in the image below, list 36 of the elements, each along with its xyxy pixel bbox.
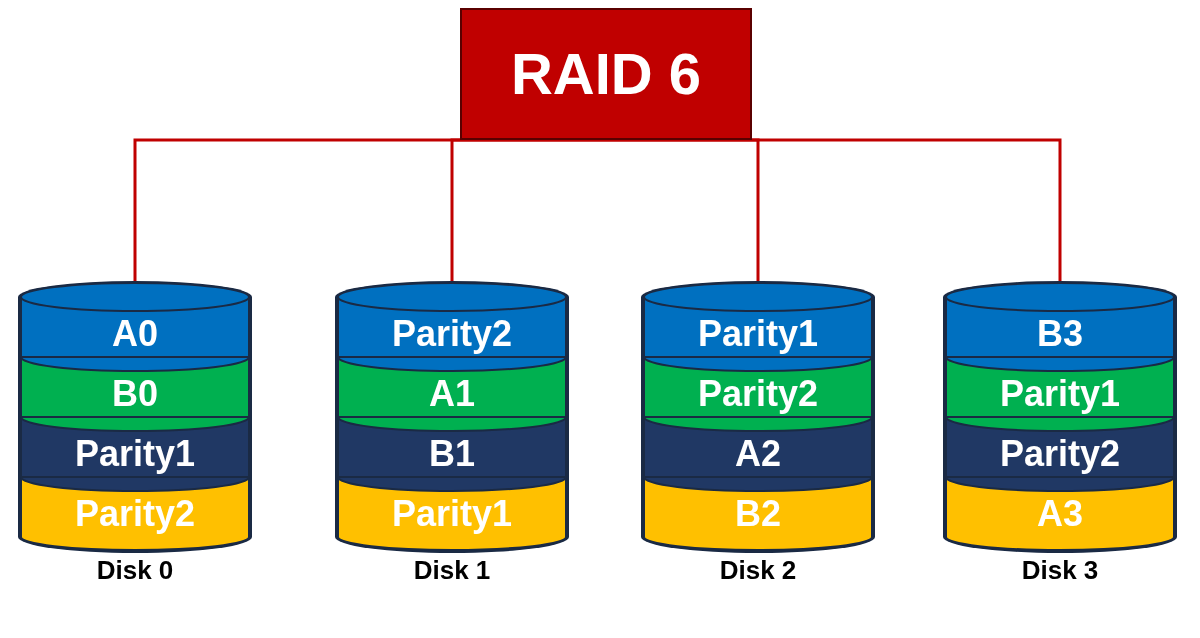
data-block: [337, 477, 567, 551]
block-label: A1: [429, 376, 475, 412]
data-block: [337, 282, 567, 357]
block-label: Parity1: [391, 496, 513, 532]
disk-label: Disk 0: [96, 557, 174, 583]
block-label: Parity1: [74, 436, 196, 472]
data-block: [643, 477, 873, 551]
data-block: [643, 282, 873, 357]
raid-title-box: [460, 8, 752, 140]
disk-label: Disk 1: [413, 557, 491, 583]
block-label: B0: [112, 376, 158, 412]
data-block: [20, 282, 250, 357]
block-label: B1: [429, 436, 475, 472]
block-label: Parity2: [999, 436, 1121, 472]
block-label: A2: [735, 436, 781, 472]
block-label: Parity1: [999, 376, 1121, 412]
block-label: B3: [1037, 316, 1083, 352]
disk-cylinder: [335, 281, 569, 553]
connector-line: [606, 138, 1062, 281]
data-block: [945, 282, 1175, 357]
block-label: B2: [735, 496, 781, 532]
disk-cylinder: [18, 281, 252, 553]
block-label: A0: [112, 316, 158, 352]
data-block: [20, 477, 250, 551]
block-label: A3: [1037, 496, 1083, 532]
disk-label: Disk 2: [719, 557, 797, 583]
block-label: Parity2: [697, 376, 819, 412]
data-block: [945, 477, 1175, 551]
connector-line: [450, 138, 606, 281]
block-label: Parity2: [391, 316, 513, 352]
disk-cylinder: [641, 281, 875, 553]
block-label: Parity2: [74, 496, 196, 532]
block-label: Parity1: [697, 316, 819, 352]
disk-label: Disk 3: [1021, 557, 1099, 583]
disk-cylinder: [943, 281, 1177, 553]
raid-title: RAID 6: [510, 45, 702, 103]
